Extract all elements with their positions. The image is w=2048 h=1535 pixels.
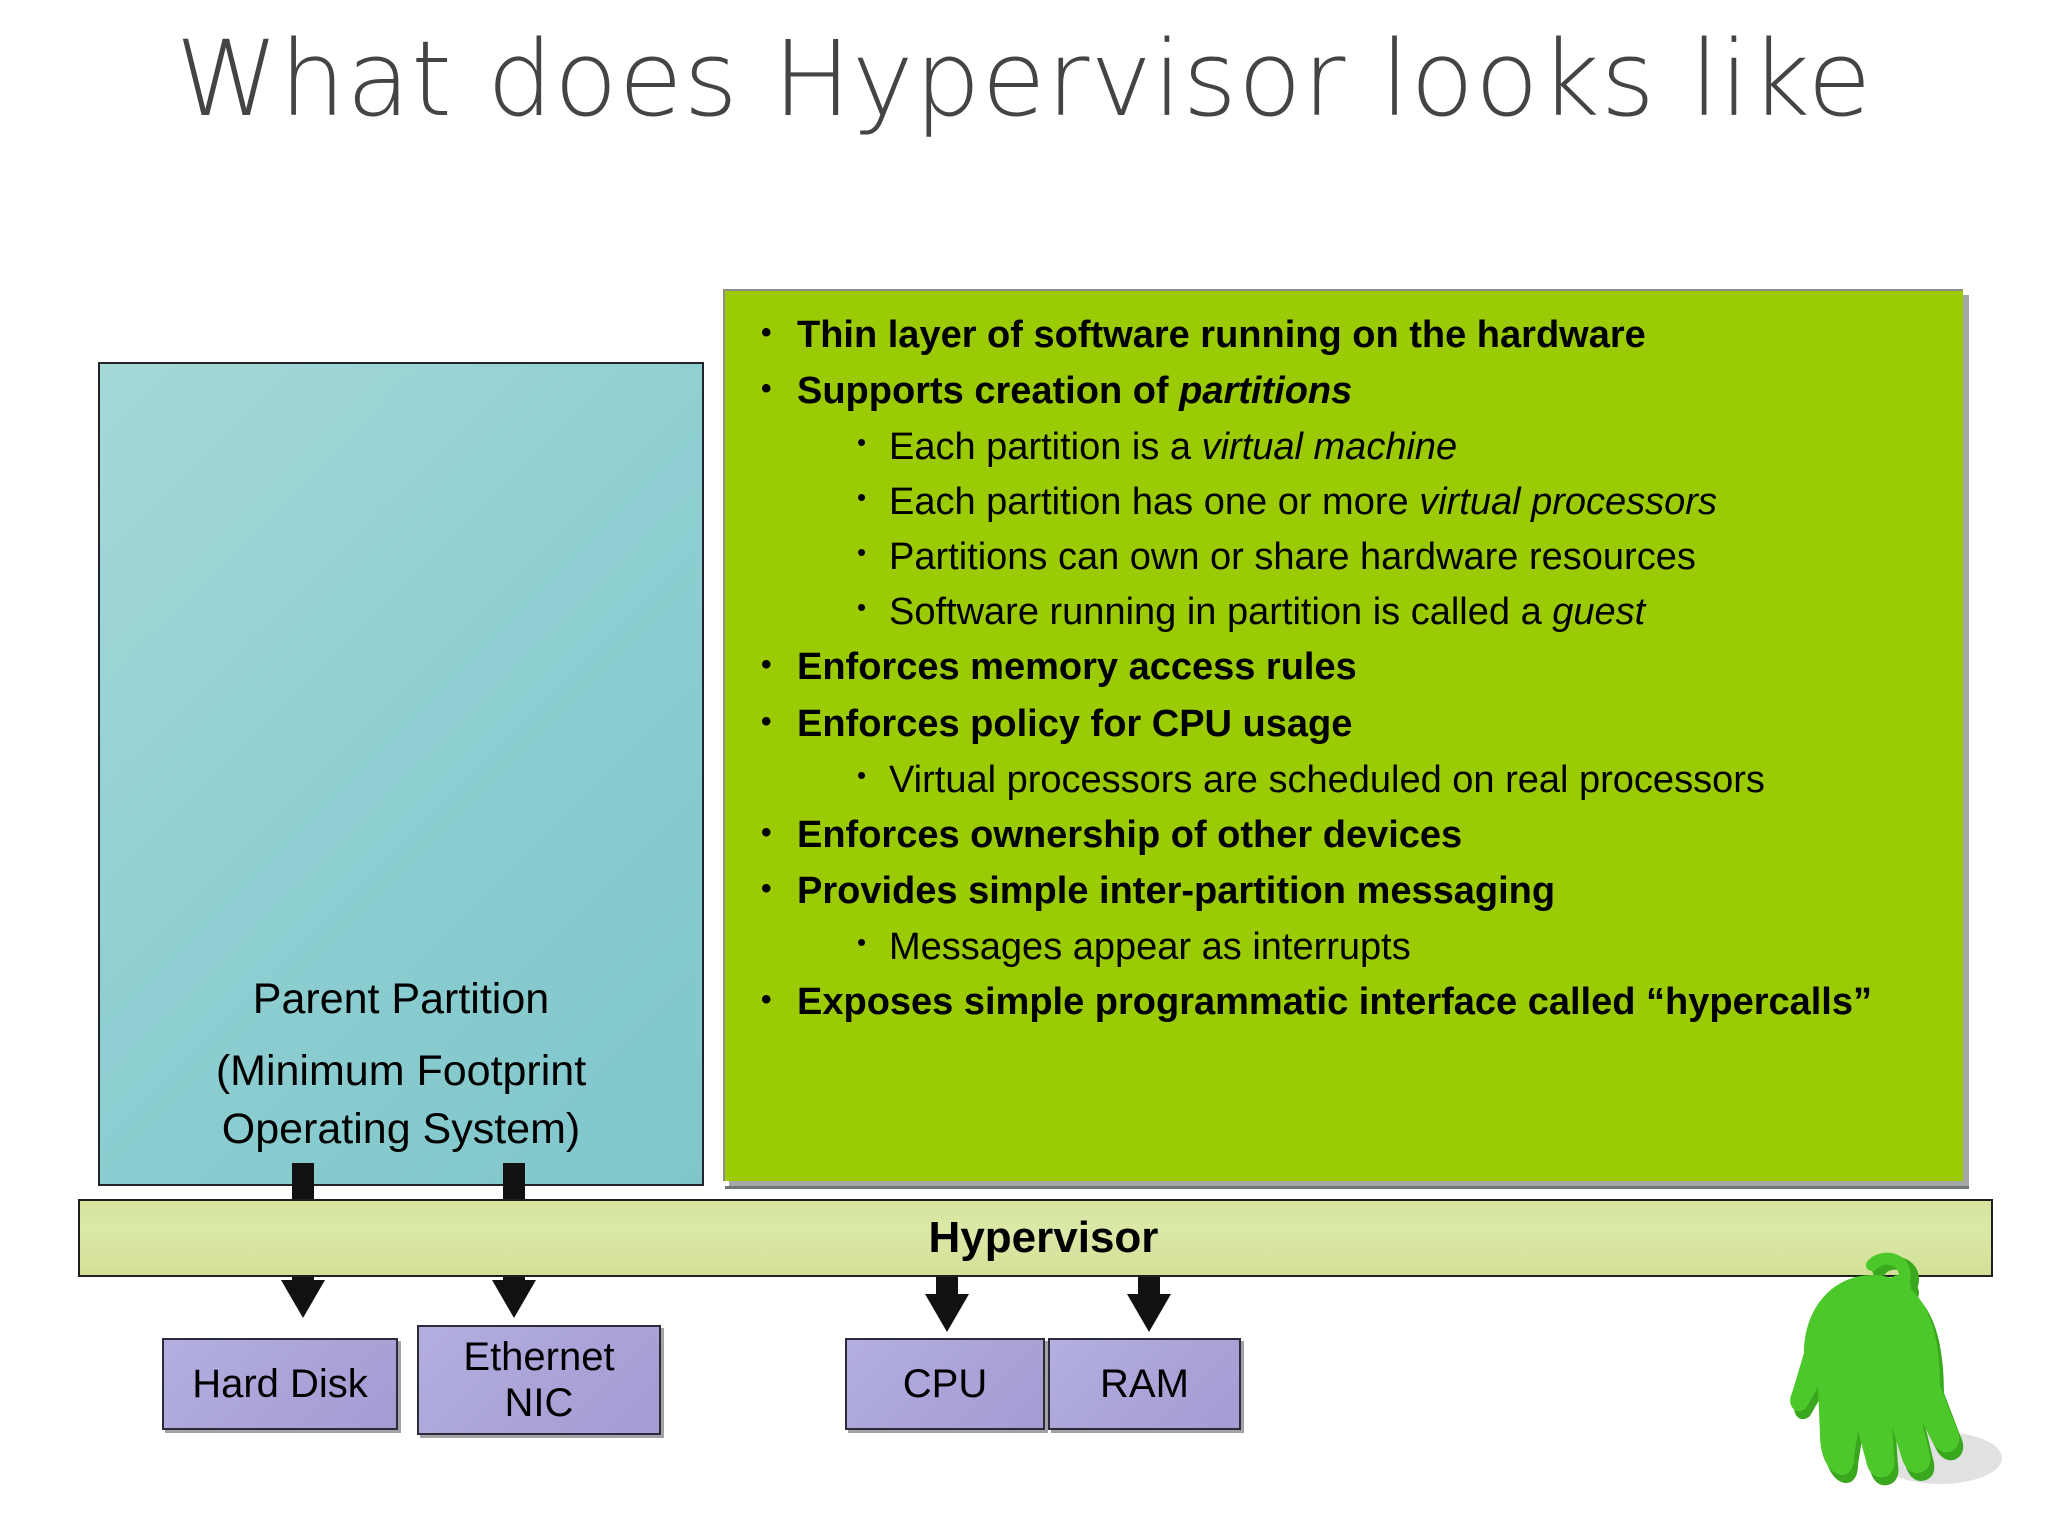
bullet-text: Enforces memory access rules: [797, 646, 1357, 689]
bullet-item: Enforces policy for CPU usage: [739, 701, 1949, 746]
bullet-text: Each partition has one or more: [889, 481, 1420, 524]
parent-partition-sublabel-line2: Operating System): [221, 1105, 581, 1154]
bullet-item: Exposes simple programmatic interface ca…: [739, 979, 1949, 1024]
parent-partition-sublabel: (Minimum Footprint Operating System): [100, 1042, 702, 1158]
bullet-item: Each partition is a virtual machine: [739, 423, 1949, 469]
hypervisor-description-panel: Thin layer of software running on the ha…: [723, 289, 1969, 1189]
bullet-text: Enforces ownership of other devices: [797, 813, 1463, 856]
parent-partition-label: Parent Partition: [252, 975, 550, 1023]
bullet-item: Supports creation of partitions: [739, 368, 1949, 413]
bullet-item: Thin layer of software running on the ha…: [739, 312, 1949, 357]
bullet-text: Supports creation of: [797, 370, 1180, 413]
bullet-item: Messages appear as interrupts: [739, 923, 1949, 969]
hardware-box-ethernet-nic: Ethernet NIC: [417, 1325, 661, 1435]
bullet-item: Provides simple inter-partition messagin…: [739, 868, 1949, 913]
bullet-text: Thin layer of software running on the ha…: [797, 314, 1646, 356]
hardware-label: Ethernet NIC: [463, 1335, 615, 1425]
bullet-text: Each partition is a: [889, 426, 1202, 469]
hardware-box-hard-disk: Hard Disk: [162, 1338, 398, 1430]
bullet-text: Partitions can own or share hardware res…: [889, 536, 1696, 579]
hardware-box-ram: RAM: [1048, 1338, 1241, 1430]
bullet-item: Virtual processors are scheduled on real…: [739, 756, 1949, 802]
bullet-text: Virtual processors are scheduled on real…: [889, 758, 1765, 801]
hypervisor-label: Hypervisor: [928, 1213, 1159, 1262]
bullet-emphasis: guest: [1552, 591, 1646, 634]
green-hand-mascot-icon: [1778, 1248, 2028, 1513]
hardware-box-cpu: CPU: [845, 1338, 1045, 1430]
bullet-text: Exposes simple programmatic interface ca…: [797, 980, 1873, 1023]
bullet-list: Thin layer of software running on the ha…: [739, 312, 1949, 1024]
bullet-text: Enforces policy for CPU usage: [797, 702, 1353, 745]
hardware-label: CPU: [902, 1362, 988, 1406]
bullet-text: Provides simple inter-partition messagin…: [797, 869, 1556, 912]
bullet-item: Enforces memory access rules: [739, 644, 1949, 689]
bullet-emphasis: virtual processors: [1419, 481, 1717, 524]
parent-partition-sublabel-line1: (Minimum Footprint: [215, 1047, 587, 1095]
bullet-item: Software running in partition is called …: [739, 588, 1949, 634]
bullet-item: Each partition has one or more virtual p…: [739, 478, 1949, 524]
parent-partition-box: Parent Partition (Minimum Footprint Oper…: [98, 362, 704, 1186]
hypervisor-bar: Hypervisor: [78, 1199, 1993, 1277]
hardware-label: RAM: [1100, 1362, 1189, 1406]
bullet-item: Partitions can own or share hardware res…: [739, 533, 1949, 579]
bullet-text: Messages appear as interrupts: [889, 925, 1411, 968]
bullet-item: Enforces ownership of other devices: [739, 812, 1949, 857]
page-title: What does Hypervisor looks like: [175, 18, 1873, 140]
bullet-emphasis: virtual machine: [1201, 426, 1458, 469]
bullet-emphasis: partitions: [1179, 370, 1353, 413]
hardware-label: Hard Disk: [192, 1362, 368, 1406]
bullet-text: Software running in partition is called …: [889, 591, 1553, 634]
